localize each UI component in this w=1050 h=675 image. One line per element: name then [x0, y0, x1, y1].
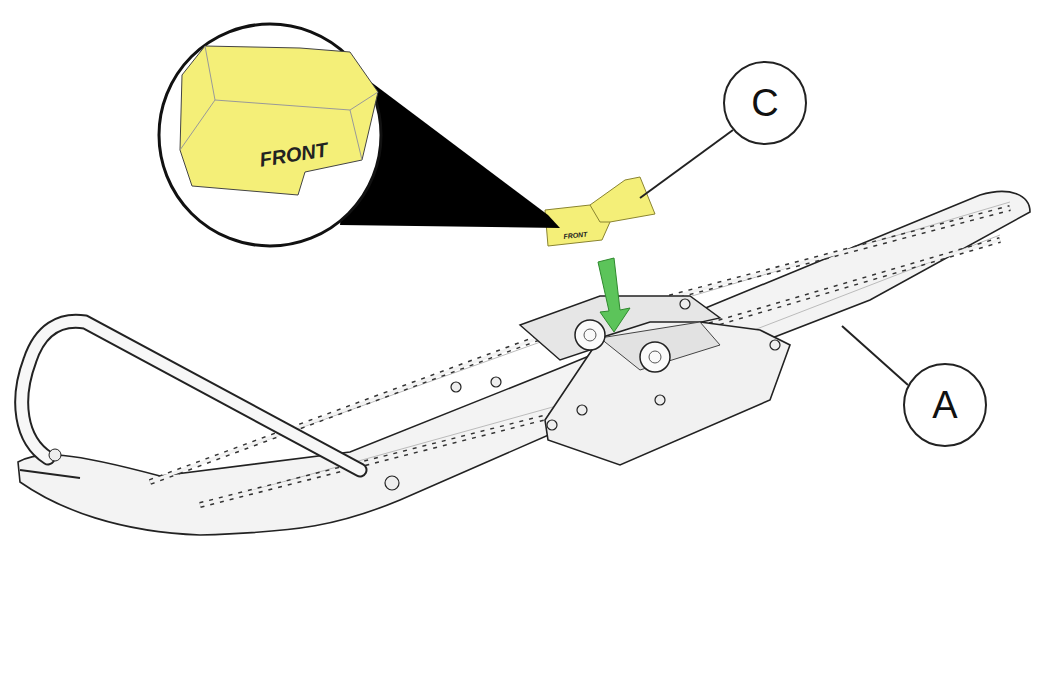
callout-letter: A [932, 386, 957, 424]
callout-circle: C [723, 61, 807, 145]
callout-circle: A [903, 363, 987, 447]
callout-letter: C [751, 84, 778, 122]
